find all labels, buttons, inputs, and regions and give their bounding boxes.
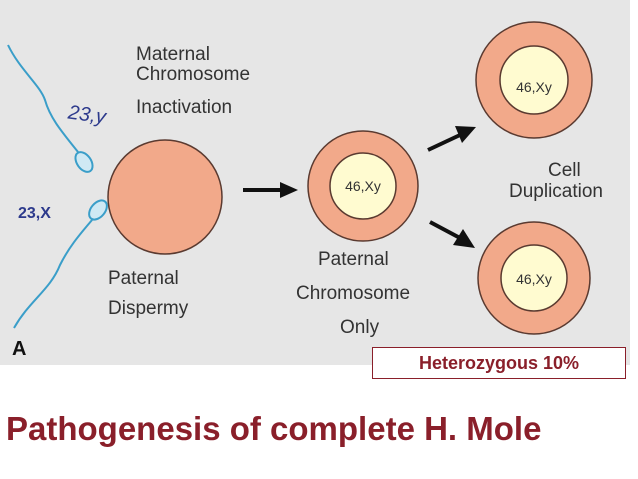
middle-cell-karyotype: 46,Xy — [345, 178, 381, 194]
paternal-dispermy-line: Dispermy — [108, 298, 189, 319]
egg-cell — [107, 139, 223, 255]
arrow-down-right-icon — [429, 220, 475, 248]
sperm-icon — [13, 199, 108, 329]
maternal-label-line: Chromosome — [136, 64, 251, 85]
top-cell-karyotype: 46,Xy — [516, 79, 552, 95]
panel-letter: A — [12, 338, 27, 360]
sperm-icon — [7, 44, 94, 173]
page-title: Pathogenesis of complete H. Mole — [6, 410, 542, 447]
maternal-label-line: Maternal — [136, 44, 210, 65]
paternal-only-line: Paternal — [318, 249, 389, 270]
maternal-label-line: Inactivation — [136, 97, 233, 118]
cell-duplication-line: Cell — [548, 160, 581, 181]
paternal-only-line: Only — [340, 317, 380, 338]
top-cell: 46,Xy — [475, 21, 593, 139]
arrow-up-right-icon — [427, 126, 476, 152]
middle-cell: 46,Xy — [307, 130, 419, 242]
cell-duplication-line: Duplication — [509, 181, 603, 202]
paternal-dispermy-line: Paternal — [108, 268, 179, 289]
arrow-right-icon — [243, 182, 298, 198]
bottom-cell-karyotype: 46,Xy — [516, 271, 552, 287]
diagram-panel-right-edge — [630, 0, 638, 365]
paternal-only-line: Chromosome — [296, 283, 411, 304]
sperm-label-x: 23,X — [18, 205, 51, 222]
heterozygous-badge: Heterozygous 10% — [372, 347, 626, 379]
bottom-cell: 46,Xy — [477, 221, 591, 335]
